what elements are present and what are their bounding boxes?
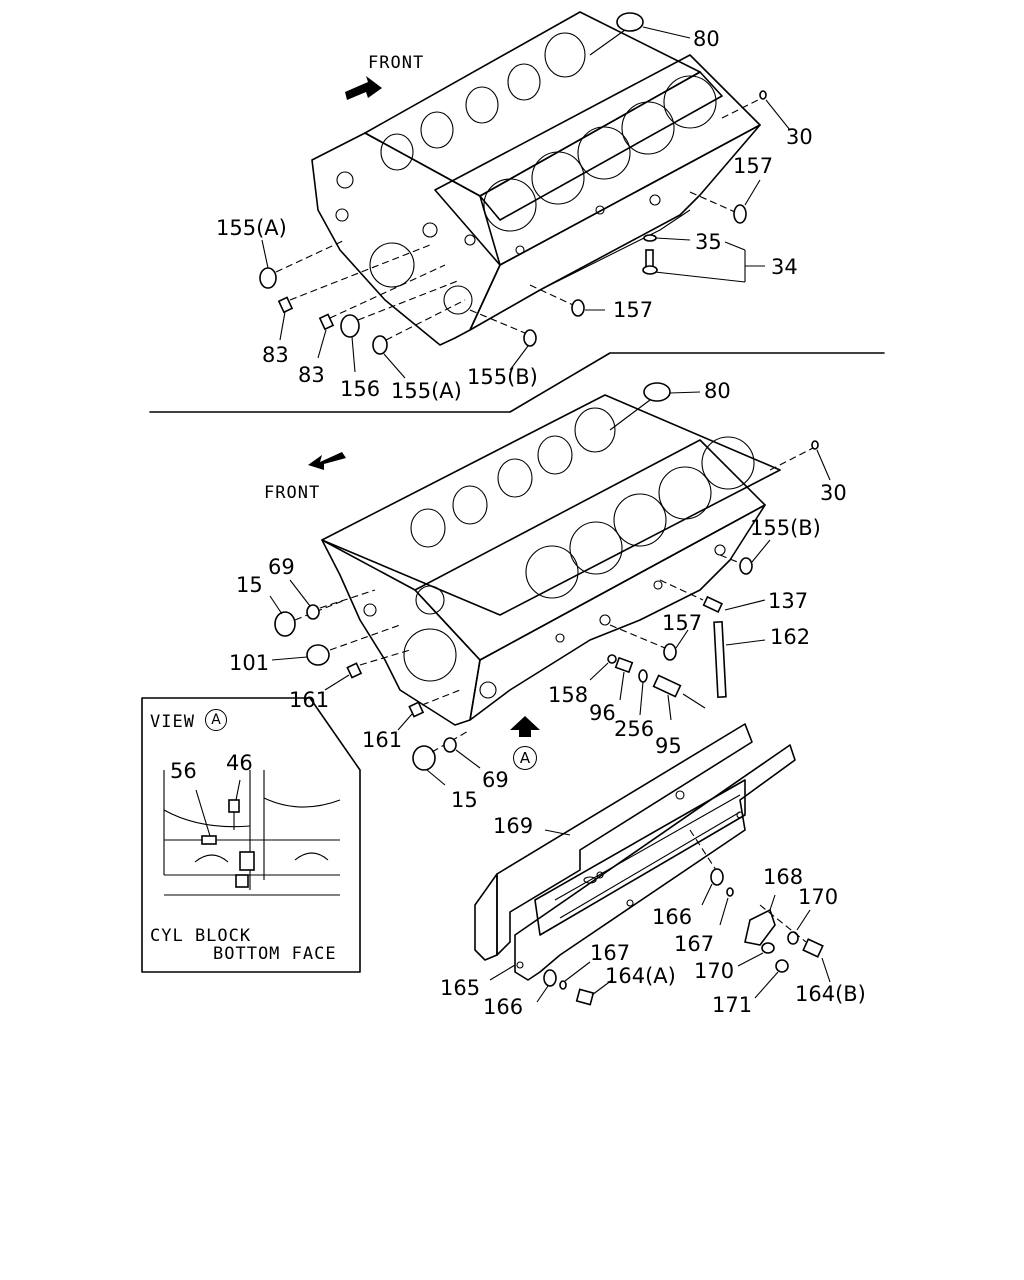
callout-168: 168 (763, 865, 804, 889)
upper-engine-block (311, 11, 761, 346)
callout-137-lower: 137 (768, 589, 809, 613)
callout-166-left: 166 (483, 995, 524, 1019)
callout-164a: 164(A) (605, 964, 676, 988)
callout-155b-lower: 155(B) (750, 516, 821, 540)
callout-30-upper: 30 (786, 125, 813, 149)
callout-156-upper: 156 (340, 377, 381, 401)
inset-callout-56: 56 (170, 759, 197, 783)
callout-157-upper-right: 157 (733, 154, 774, 178)
callout-30-lower: 30 (820, 481, 847, 505)
inset-callout-46: 46 (226, 751, 253, 775)
callout-157-lower: 157 (662, 611, 703, 635)
callout-171: 171 (712, 993, 753, 1017)
callout-101-lower: 101 (229, 651, 270, 675)
callout-80-lower: 80 (704, 379, 731, 403)
callout-170-bottom: 170 (694, 959, 735, 983)
inset-view-label: VIEW (150, 712, 195, 732)
callout-161-lower-top: 161 (289, 688, 330, 712)
view-divider-line (149, 352, 885, 413)
lower-engine-block (321, 394, 781, 726)
callout-83-upper-a: 83 (262, 343, 289, 367)
view-a-marker: A (513, 746, 537, 770)
callout-15-lower-top: 15 (236, 573, 263, 597)
callout-155a-upper-left: 155(A) (216, 216, 287, 240)
callout-80-upper: 80 (693, 27, 720, 51)
gasket-group (474, 723, 831, 1006)
inset-caption-line1: CYL BLOCK (150, 926, 252, 946)
callout-164b: 164(B) (795, 982, 866, 1006)
front-arrow-upper (345, 76, 382, 100)
callout-165: 165 (440, 976, 481, 1000)
callout-161-lower-bottom: 161 (362, 728, 403, 752)
lower-parts (269, 382, 831, 786)
callout-69-lower-top: 69 (268, 555, 295, 579)
inset-view-marker: A (205, 709, 227, 731)
callout-169: 169 (493, 814, 534, 838)
callout-83-upper-b: 83 (298, 363, 325, 387)
view-a-inset (141, 697, 361, 973)
callout-155a-upper-bottom: 155(A) (391, 379, 462, 403)
front-label-upper: FRONT (368, 53, 425, 73)
callout-162-lower: 162 (770, 625, 811, 649)
callout-170-top: 170 (798, 885, 839, 909)
callout-166-right: 166 (652, 905, 693, 929)
callout-69-lower-bottom: 69 (482, 768, 509, 792)
callout-35-upper: 35 (695, 230, 722, 254)
callout-34-upper: 34 (771, 255, 798, 279)
front-label-lower: FRONT (264, 483, 321, 503)
callout-256-lower: 256 (614, 717, 655, 741)
inset-caption-line2: BOTTOM FACE (213, 944, 337, 964)
callout-167-right: 167 (674, 932, 715, 956)
callout-95-lower: 95 (655, 734, 682, 758)
callout-15-lower-bottom: 15 (451, 788, 478, 812)
upper-parts (259, 12, 791, 379)
callout-155b-upper: 155(B) (467, 365, 538, 389)
view-a-arrow (510, 716, 540, 737)
callout-158-lower: 158 (548, 683, 589, 707)
callout-167-left: 167 (590, 941, 631, 965)
callout-96-lower: 96 (589, 701, 616, 725)
front-arrow-lower (308, 452, 346, 470)
callout-157-upper-bottom: 157 (613, 298, 654, 322)
